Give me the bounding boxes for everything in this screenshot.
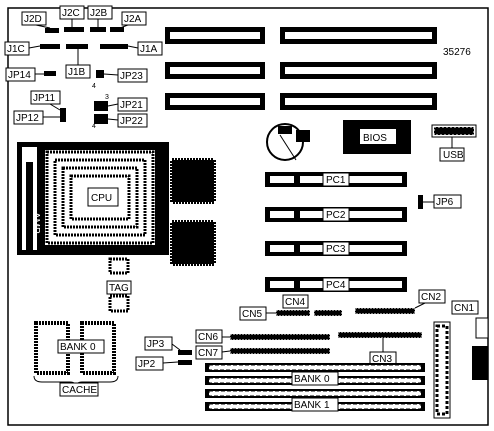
jumper-jp22-label: JP22 — [120, 116, 143, 127]
board-number: 35276 — [443, 47, 471, 58]
svg-text:4: 4 — [92, 83, 96, 90]
memory-banks: BANK 0 BANK 1 — [205, 363, 425, 412]
connector-cn6-label: CN6 — [198, 332, 218, 343]
connector-cn2-label-box — [418, 289, 446, 304]
jumper-jp22-label-box — [117, 113, 148, 128]
bios-label: BIOS — [363, 133, 387, 144]
connector-cn5-label: CN5 — [242, 309, 262, 320]
cpu-socket: CPU AMP — [17, 142, 169, 255]
jumper-j1b-label: J1B — [68, 67, 86, 78]
jumper-j2b-label-box — [87, 5, 113, 20]
usb-header: USB — [431, 124, 477, 162]
jumper-jp21-label: JP21 — [120, 100, 143, 111]
jumper-jp23-label-box — [117, 68, 148, 83]
tag-ram: TAG — [106, 257, 132, 313]
jumper-jp2-label-box — [135, 356, 164, 371]
jumper-jp3-label-box — [144, 336, 173, 351]
jumper-j1c-label-box — [4, 41, 30, 56]
connector-cn7-label: CN7 — [198, 348, 218, 359]
jumper-j2d-label-box — [21, 11, 47, 26]
jumper-j2c-label: J2C — [62, 8, 80, 19]
amp-label: AMP — [30, 212, 41, 234]
jumper-j2d-label: J2D — [24, 14, 42, 25]
jumper-jp12-label: JP12 — [16, 113, 39, 124]
cache-bank: BANK 0 CACHE — [33, 321, 119, 397]
isa-slots — [165, 27, 437, 110]
memory-bank0-label: BANK 0 — [294, 374, 330, 385]
jumper-j1c-label: J1C — [7, 44, 25, 55]
board-outline — [7, 7, 489, 426]
drive-connectors: CN4 CN5 CN2 CN6 CN7 CN3 — [195, 289, 446, 366]
pci-slot-pc1-label: PC1 — [326, 175, 346, 186]
jumper-jp3-label: JP3 — [147, 339, 165, 350]
jumpers-jp2-jp3: JP3 JP2 — [135, 336, 192, 371]
memory-bank1-label: BANK 1 — [294, 400, 330, 411]
connector-cn4-label-box — [282, 294, 309, 309]
bios-chip: BIOS — [343, 120, 411, 154]
jumper-jp14-label: JP14 — [8, 70, 31, 81]
connector-cn2-label: CN2 — [421, 292, 441, 303]
jumper-cluster-top-left: J2D J2C J2B J2A J1C J1A JP14 J1B 4 — [4, 5, 163, 130]
jumper-jp6-label: JP6 — [436, 197, 454, 208]
pci-slot-pc3-label: PC3 — [326, 244, 346, 255]
connector-cn3-label: CN3 — [372, 354, 392, 365]
cpu-label: CPU — [91, 193, 112, 204]
jumper-jp11-label: JP11 — [33, 93, 55, 104]
cache-bank0-label: BANK 0 — [60, 342, 96, 353]
svg-text:4: 4 — [92, 123, 96, 130]
svg-text:3: 3 — [105, 94, 109, 101]
cache-label: CACHE — [62, 385, 97, 396]
jumper-jp2-label: JP2 — [138, 359, 156, 370]
tag-label: TAG — [109, 283, 129, 294]
pci-slots: PC1 PC2 PC3 PC4 — [265, 172, 407, 292]
jumper-j2a-label-box — [121, 11, 147, 26]
chipset — [170, 158, 216, 266]
jumper-jp23-label: JP23 — [120, 71, 143, 82]
connector-cn4-label: CN4 — [285, 297, 305, 308]
power-keyboard-connectors: CN1 — [433, 300, 489, 419]
jumper-j2b-label: J2B — [90, 8, 108, 19]
jumper-jp6: JP6 — [418, 194, 462, 209]
jumper-j1a-label-box — [137, 41, 163, 56]
jumper-j2a-label: J2A — [124, 14, 142, 25]
jumper-j1a-label: J1A — [140, 44, 158, 55]
pci-slot-pc4-label: PC4 — [326, 280, 346, 291]
connector-cn1-label-box — [451, 300, 479, 315]
jumper-jp11-label-box — [30, 90, 61, 105]
battery — [266, 123, 310, 161]
connector-cn7-label-box — [195, 345, 223, 360]
usb-label: USB — [443, 150, 464, 161]
connector-cn1-label: CN1 — [454, 303, 474, 314]
pci-slot-pc2-label: PC2 — [326, 210, 346, 221]
